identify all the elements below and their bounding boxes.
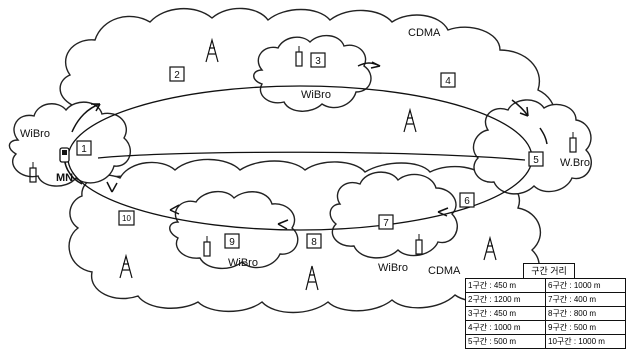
svg-text:9: 9 — [229, 237, 235, 248]
svg-text:5: 5 — [533, 155, 539, 166]
segment-box-5: 5 — [528, 151, 544, 167]
mobile-node-label: MN — [56, 172, 73, 184]
wibro-bottom-right-cloud — [329, 171, 458, 259]
legend-row: 1구간 : 450 m 6구간 : 1000 m — [465, 278, 626, 293]
wibro-left-label: WiBro — [20, 128, 50, 140]
legend-row: 5구간 : 500 m 10구간 : 1000 m — [465, 334, 626, 349]
legend-cell: 5구간 : 500 m — [465, 334, 546, 349]
cdma-top-label: CDMA — [408, 27, 441, 39]
cdma-tower-icon — [119, 253, 133, 279]
legend-title: 구간 거리 — [523, 263, 575, 279]
svg-text:8: 8 — [311, 237, 317, 248]
wibro-bottom-left-cloud — [169, 191, 299, 269]
segment-box-1: 1 — [76, 140, 92, 156]
segment-box-10: 10 — [118, 210, 135, 226]
segment-box-8: 8 — [306, 233, 322, 249]
inner-route-line — [97, 151, 526, 161]
wibro-ap-icon — [29, 162, 37, 183]
wibro-bottom-left-label: WiBro — [228, 257, 258, 269]
mobile-node-icon — [59, 147, 70, 163]
legend-cell: 1구간 : 450 m — [465, 278, 546, 293]
svg-text:3: 3 — [315, 56, 321, 67]
legend-cell: 6구간 : 1000 m — [545, 278, 626, 293]
segment-box-2: 2 — [169, 66, 185, 82]
svg-text:4: 4 — [445, 76, 451, 87]
svg-text:10: 10 — [122, 214, 131, 223]
svg-text:2: 2 — [174, 70, 180, 81]
legend-cell: 8구간 : 800 m — [545, 306, 626, 321]
wibro-left-cloud — [8, 101, 132, 187]
wibro-top-label: WiBro — [301, 89, 331, 101]
legend-cell: 4구간 : 1000 m — [465, 320, 546, 335]
legend-table: 1구간 : 450 m 6구간 : 1000 m 2구간 : 1200 m 7구… — [465, 278, 626, 349]
segment-box-6: 6 — [459, 192, 475, 208]
cdma-tower-icon — [403, 107, 417, 133]
legend-cell: 7구간 : 400 m — [545, 292, 626, 307]
legend-row: 3구간 : 450 m 8구간 : 800 m — [465, 306, 626, 321]
wibro-right-cloud — [472, 99, 592, 195]
wibro-right-label: W.Bro — [560, 157, 590, 169]
cdma-bottom-label: CDMA — [428, 265, 461, 277]
wibro-ap-icon — [415, 234, 423, 255]
legend-cell: 2구간 : 1200 m — [465, 292, 546, 307]
wibro-top-cloud — [253, 35, 372, 112]
legend-cell: 10구간 : 1000 m — [545, 334, 626, 349]
svg-text:7: 7 — [383, 218, 389, 229]
svg-text:6: 6 — [464, 196, 470, 207]
cdma-tower-icon — [205, 37, 219, 63]
segment-box-7: 7 — [378, 214, 394, 230]
segment-box-4: 4 — [440, 72, 456, 88]
wibro-ap-icon — [295, 46, 303, 67]
legend-cell: 9구간 : 500 m — [545, 320, 626, 335]
svg-text:1: 1 — [81, 144, 87, 155]
direction-arrows — [63, 61, 548, 230]
cdma-tower-icon — [483, 235, 497, 261]
wibro-ap-icon — [569, 132, 577, 153]
segment-box-3: 3 — [310, 52, 326, 68]
wibro-ap-icon — [203, 236, 211, 257]
legend-row: 4구간 : 1000 m 9구간 : 500 m — [465, 320, 626, 335]
legend-cell: 3구간 : 450 m — [465, 306, 546, 321]
wibro-bottom-right-label: WiBro — [378, 262, 408, 274]
legend-row: 2구간 : 1200 m 7구간 : 400 m — [465, 292, 626, 307]
cdma-tower-icon — [305, 265, 319, 291]
segment-box-9: 9 — [224, 233, 240, 249]
